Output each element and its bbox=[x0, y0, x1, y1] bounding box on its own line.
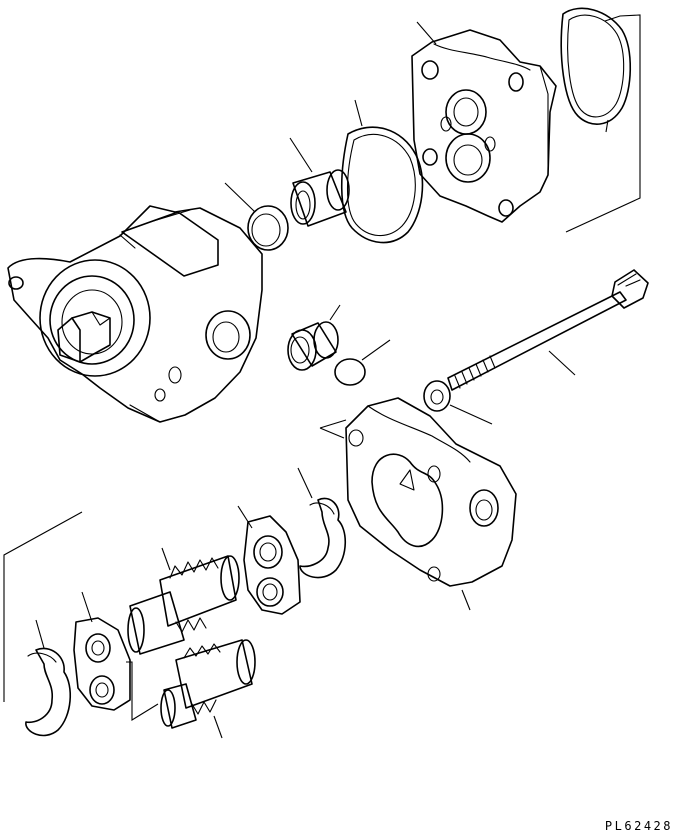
front-cover-plate bbox=[411, 21, 557, 223]
left-bracket-tie bbox=[126, 661, 159, 721]
bushing-ring bbox=[224, 182, 289, 251]
snap-ring-right bbox=[297, 467, 347, 579]
diagram-code: PL62428 bbox=[604, 819, 673, 833]
gear-case bbox=[319, 397, 517, 611]
seal-disc bbox=[334, 339, 391, 386]
left-bracket bbox=[3, 511, 83, 702]
washer bbox=[423, 380, 493, 425]
driven-gear-shaft bbox=[160, 639, 256, 739]
snap-ring-left bbox=[25, 619, 72, 737]
bolt bbox=[447, 269, 649, 391]
needle-bearing bbox=[289, 137, 350, 227]
pump-housing bbox=[7, 205, 263, 423]
thrust-plate-left bbox=[73, 591, 131, 711]
o-ring-gasket-right bbox=[560, 7, 641, 233]
thrust-plate-right bbox=[237, 505, 301, 615]
plug bbox=[287, 304, 341, 371]
o-ring-gasket-middle bbox=[340, 99, 424, 244]
drive-gear-shaft bbox=[127, 547, 240, 655]
